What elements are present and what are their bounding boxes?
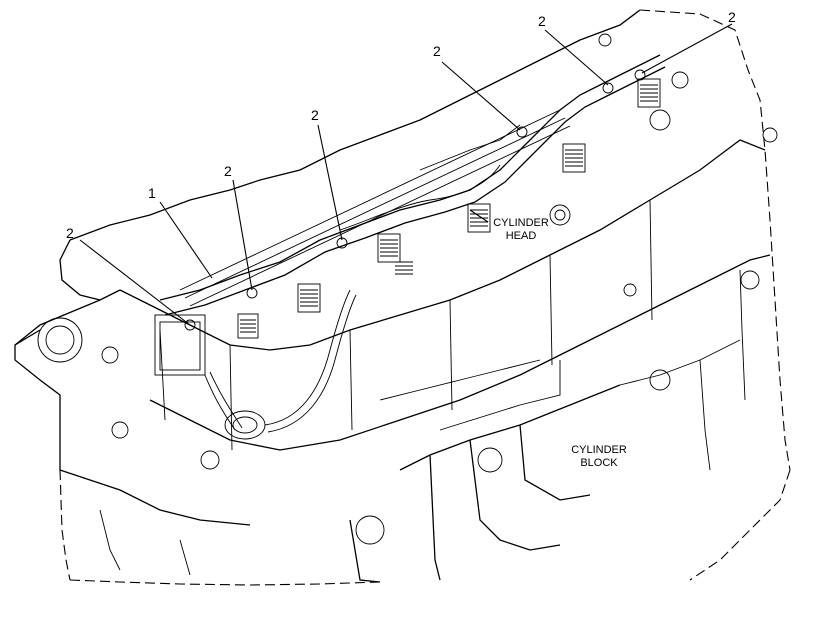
cylinder-block xyxy=(59,269,746,583)
callout-1: 1 xyxy=(148,185,156,201)
leader-item-2-f xyxy=(641,23,733,74)
cylinder-head xyxy=(37,33,778,470)
callout-2-fourth: 2 xyxy=(433,43,441,59)
cylinder-head-label-line2: HEAD xyxy=(505,230,537,242)
leader-item-2-e xyxy=(544,29,609,86)
leader-item-2-b xyxy=(232,179,253,291)
callout-2-second: 2 xyxy=(224,163,232,179)
leader-lines xyxy=(79,23,733,326)
callout-2-sixth: 2 xyxy=(728,9,736,25)
leader-item-2-a xyxy=(79,239,191,326)
leader-item-2-d xyxy=(441,61,521,131)
valve-springs xyxy=(237,78,661,339)
harness-connector xyxy=(154,289,357,440)
leader-item-1 xyxy=(159,201,213,279)
bolt-heads xyxy=(184,69,646,331)
harness-rail xyxy=(159,54,666,316)
callout-2-fifth: 2 xyxy=(538,13,546,29)
leader-cylinder-head xyxy=(469,209,489,223)
callout-2-third: 2 xyxy=(311,107,319,123)
cylinder-block-label-line1: CYLINDER xyxy=(571,444,627,456)
engine-outline xyxy=(14,9,791,586)
cylinder-head-label-line1: CYLINDER xyxy=(493,217,549,229)
cylinder-head-label: CYLINDER HEAD xyxy=(476,218,566,242)
leader-item-2-c xyxy=(317,124,343,241)
cylinder-block-label: CYLINDER BLOCK xyxy=(554,445,644,469)
cylinder-block-label-line2: BLOCK xyxy=(580,457,618,469)
callout-2-front: 2 xyxy=(66,225,74,241)
